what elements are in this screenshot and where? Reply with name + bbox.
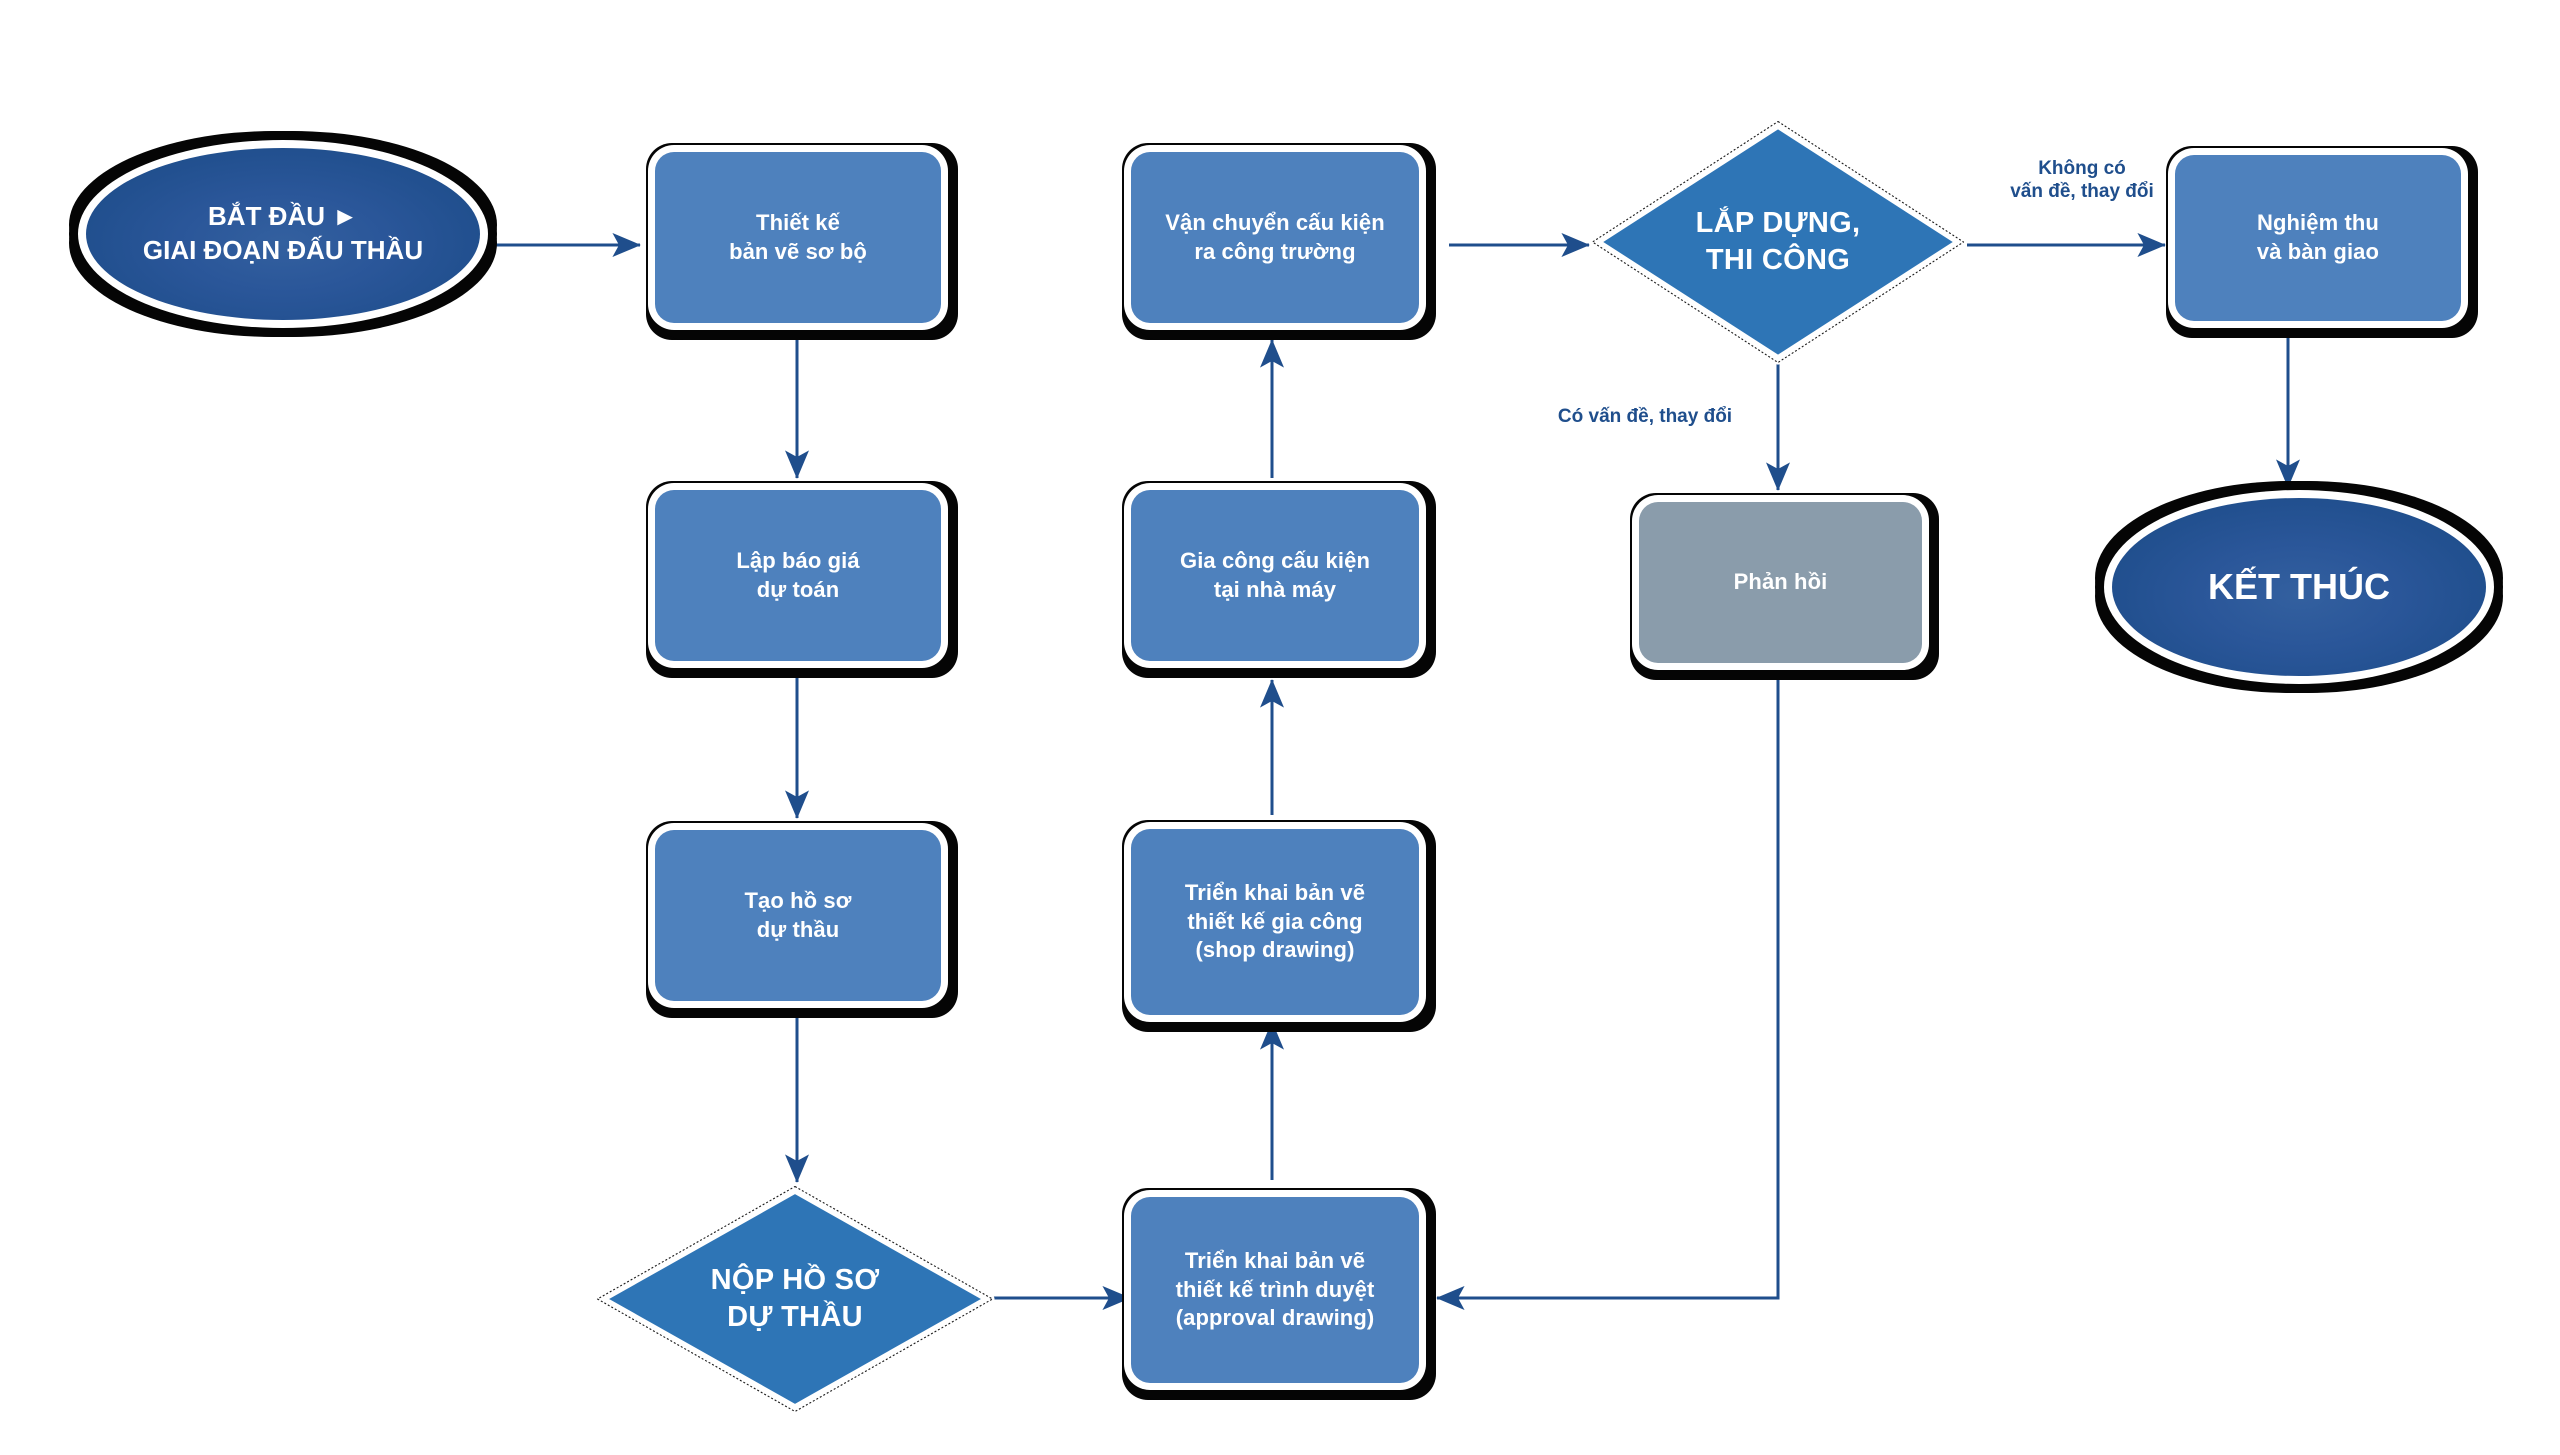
node-approval-line3: (approval drawing)	[1175, 1305, 1375, 1331]
diamond-hairline-lapdung	[1591, 120, 1965, 364]
node-end[interactable]: KẾT THÚC	[2104, 490, 2494, 684]
node-shop-line2: thiết kế gia công	[1187, 908, 1363, 934]
node-nop-ho-so[interactable]: NỘP HỒ SƠ DỰ THẦU	[595, 1184, 995, 1414]
diamond-hairline-nophoso	[596, 1185, 994, 1413]
node-shop-line1: Triển khai bản vẽ	[1184, 880, 1366, 906]
node-nghiemthu-line1: Nghiệm thu	[2256, 210, 2379, 236]
node-baogia-line2: dự toán	[756, 576, 840, 602]
node-thietke-line1: Thiết kế	[756, 209, 840, 235]
node-van-chuyen[interactable]: Vận chuyển cấu kiện ra công trường	[1124, 145, 1426, 330]
node-lapdung-line1: LẮP DỰNG,	[1695, 207, 1861, 240]
node-thietke-line2: bản vẽ sơ bộ	[729, 238, 867, 264]
node-shop-line3: (shop drawing)	[1195, 937, 1355, 963]
edge-label-co-van-de: Có vấn đề, thay đổi	[1557, 406, 1733, 427]
node-phanhoi-line1: Phản hồi	[1733, 569, 1828, 595]
node-taohoso-line2: dự thầu	[756, 916, 840, 942]
node-nophoso-line2: DỰ THẦU	[727, 1301, 863, 1333]
node-lapdung-line2: THI CÔNG	[1705, 244, 1851, 276]
node-approval-line1: Triển khai bản vẽ	[1184, 1248, 1366, 1274]
node-nghiemthu-line2: và bàn giao	[2256, 239, 2380, 264]
diamond-outline-nophoso	[595, 1184, 995, 1414]
node-start-line2: GIAI ĐOẠN ĐẤU THẦU	[142, 235, 424, 265]
node-start-line1: BẮT ĐẦU ►	[208, 201, 358, 232]
node-lap-bao-gia[interactable]: Lập báo giá dự toán	[648, 483, 948, 668]
node-start[interactable]: BẮT ĐẦU ► GIAI ĐOẠN ĐẤU THẦU	[78, 140, 488, 328]
node-vanchuyen-line1: Vận chuyển cấu kiện	[1165, 209, 1385, 235]
node-thiet-ke-so-bo[interactable]: Thiết kế bản vẽ sơ bộ	[648, 145, 948, 330]
node-vanchuyen-line2: ra công trường	[1194, 238, 1356, 264]
node-shop-drawing[interactable]: Triển khai bản vẽ thiết kế gia công (sho…	[1124, 822, 1426, 1022]
edge-label-khong-co-van-de: Không có vấn đề, thay đổi	[2010, 158, 2154, 203]
node-taohoso-line1: Tạo hồ sơ	[744, 887, 852, 913]
node-end-line1: KẾT THÚC	[2208, 565, 2390, 607]
node-lap-dung[interactable]: LẮP DỰNG, THI CÔNG	[1590, 119, 1966, 365]
node-approval-drawing[interactable]: Triển khai bản vẽ thiết kế trình duyệt (…	[1124, 1190, 1426, 1390]
node-tao-ho-so[interactable]: Tạo hồ sơ dự thầu	[648, 823, 948, 1008]
node-approval-line2: thiết kế trình duyệt	[1175, 1276, 1375, 1302]
node-gia-cong[interactable]: Gia công cấu kiện tại nhà máy	[1124, 483, 1426, 668]
node-giacong-line1: Gia công cấu kiện	[1180, 547, 1370, 573]
node-baogia-line1: Lập báo giá	[736, 547, 860, 573]
edge-phanhoi-to-approval	[1436, 670, 1780, 1310]
node-nophoso-line1: NỘP HỒ SƠ	[710, 1264, 880, 1297]
node-giacong-line2: tại nhà máy	[1213, 576, 1337, 602]
node-nghiem-thu[interactable]: Nghiệm thu và bàn giao	[2168, 148, 2468, 328]
node-phan-hoi[interactable]: Phản hồi	[1632, 495, 1929, 670]
